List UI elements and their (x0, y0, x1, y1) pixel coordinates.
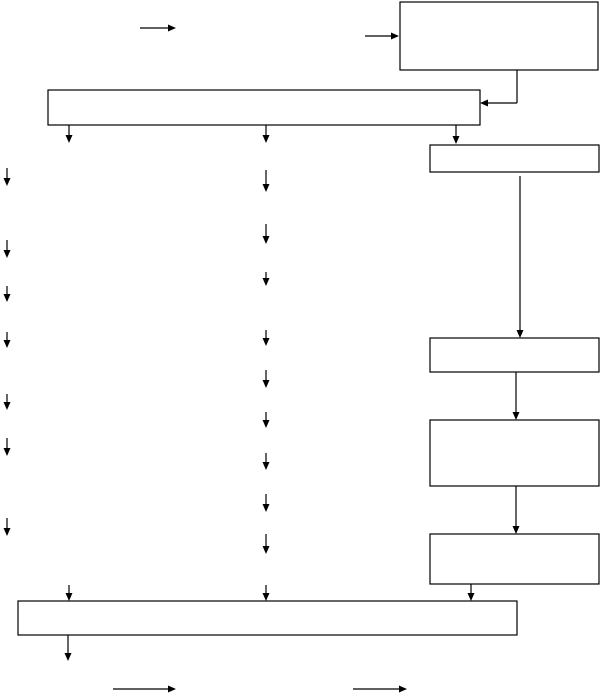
arrowhead (262, 278, 270, 286)
right-box-1 (429, 144, 600, 173)
arrowhead (168, 24, 176, 32)
arrowhead (3, 448, 11, 456)
arrowhead (399, 685, 407, 693)
arrowhead (262, 462, 270, 470)
connectors (3, 24, 524, 693)
arrowhead (262, 380, 270, 388)
arrowhead (512, 412, 520, 420)
arrowhead (262, 236, 270, 244)
arrowhead (262, 504, 270, 512)
top-right-box (399, 1, 599, 71)
arrowhead (262, 184, 270, 192)
arrowhead (512, 526, 520, 534)
arrowhead (3, 340, 11, 348)
right-box-3 (429, 419, 600, 487)
right-box-2 (429, 337, 600, 373)
arrowhead (65, 135, 73, 143)
arrowhead (262, 338, 270, 346)
arrowhead (168, 685, 176, 693)
arrowhead (262, 135, 270, 143)
arrowhead (262, 593, 270, 601)
arrowhead (516, 330, 524, 338)
bottom-bar (17, 600, 518, 636)
arrowhead (3, 178, 11, 186)
arrowhead (3, 402, 11, 410)
arrowhead (3, 528, 11, 536)
arrowhead (391, 32, 399, 40)
arrowhead (480, 99, 488, 107)
arrowhead (65, 593, 73, 601)
arrowhead (262, 546, 270, 554)
wide-top-bar (47, 89, 481, 126)
arrowhead (3, 250, 11, 258)
arrowhead (452, 136, 460, 144)
arrowhead (64, 653, 72, 661)
arrowhead (262, 420, 270, 428)
right-box-4 (429, 533, 600, 585)
arrowhead (3, 294, 11, 302)
arrowhead (467, 593, 475, 601)
